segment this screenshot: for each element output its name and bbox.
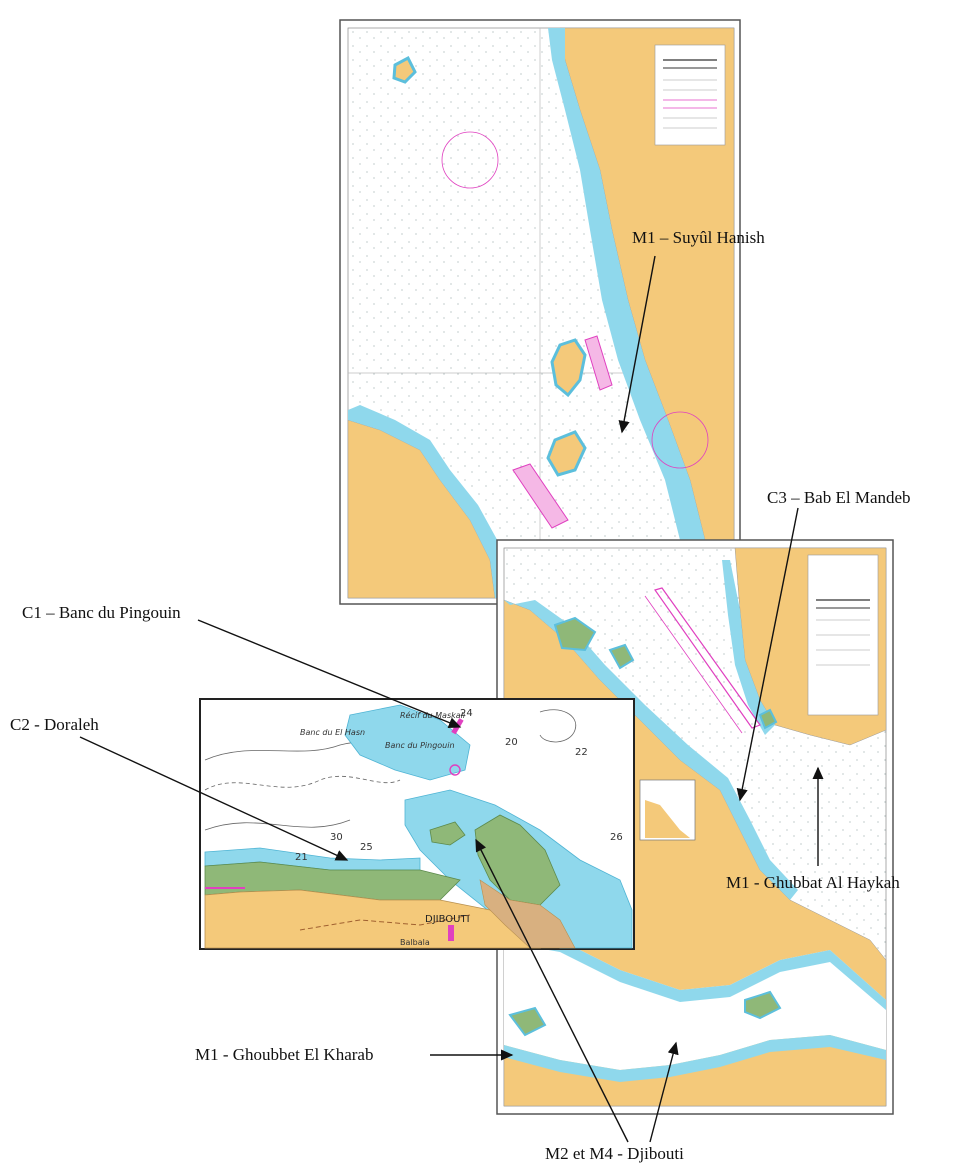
island-north [392,55,417,84]
compass-rose-top-2 [651,411,709,469]
callout-c3-bab-el-mandeb: C3 – Bab El Mandeb [767,488,911,507]
label-banc-pingouin: Banc du Pingouin [385,741,455,750]
banc-du-pingouin-shallow [344,704,471,781]
arrow-djibouti-coast [649,1041,679,1143]
shallow-yemen-top [548,28,705,598]
label-banc-el-hasn: Banc du El Hasn [300,728,365,737]
restricted-zone-2 [512,463,569,529]
label-balbala: Balbala [400,938,430,947]
callout-m1-suyul-hanish: M1 – Suyûl Hanish [632,228,765,247]
arrow-banc-du-pingouin [197,619,462,728]
arrow-doraleh [79,736,349,861]
traffic-separation-scheme [654,587,761,729]
island-hanish-sagir [546,430,587,477]
islands-seven-brothers [553,616,597,652]
label-recif: Récif du Maskali [400,710,466,720]
title-block-top [654,44,726,146]
restricted-zone-1 [584,335,613,391]
arrow-suyul-hanish [618,255,656,434]
depth-22: 22 [575,747,588,758]
arrow-bab-el-mandeb [736,507,799,802]
callout-m2-m4-djibouti: M2 et M4 - Djibouti [545,1144,684,1163]
label-djibouti: DJIBOUTI [425,914,470,925]
depth-25: 25 [360,842,373,853]
land-djibouti [204,889,542,949]
callout-arrows [79,255,824,1143]
depth-24: 24 [460,708,473,719]
callout-c1-banc-du-pingouin: C1 – Banc du Pingouin [22,603,181,622]
island-hanish-kabir [550,338,587,398]
callout-m1-ghoubbet-el-kharab: M1 - Ghoubbet El Kharab [195,1045,374,1064]
depth-30: 30 [330,832,343,843]
depth-26: 26 [610,832,623,843]
shallow-eritrea [348,405,508,598]
depth-21: 21 [295,852,308,863]
callout-m1-ghubbat-al-haykah: M1 - Ghubbat Al Haykah [726,873,900,892]
chart-top-suyul-hanish [339,19,741,605]
depth-20: 20 [505,737,518,748]
callout-c2-doraleh: C2 - Doraleh [10,715,99,734]
shallow-yemen-bottom [722,560,775,735]
arrow-djibouti-port [475,838,629,1143]
island-perim [758,708,778,730]
inset-djibouti-port: 24 25 21 26 30 22 20 Banc du Pingouin Ba… [199,698,635,950]
compass-rose-top [441,131,499,189]
reef-djibouti-peninsula [474,814,561,906]
